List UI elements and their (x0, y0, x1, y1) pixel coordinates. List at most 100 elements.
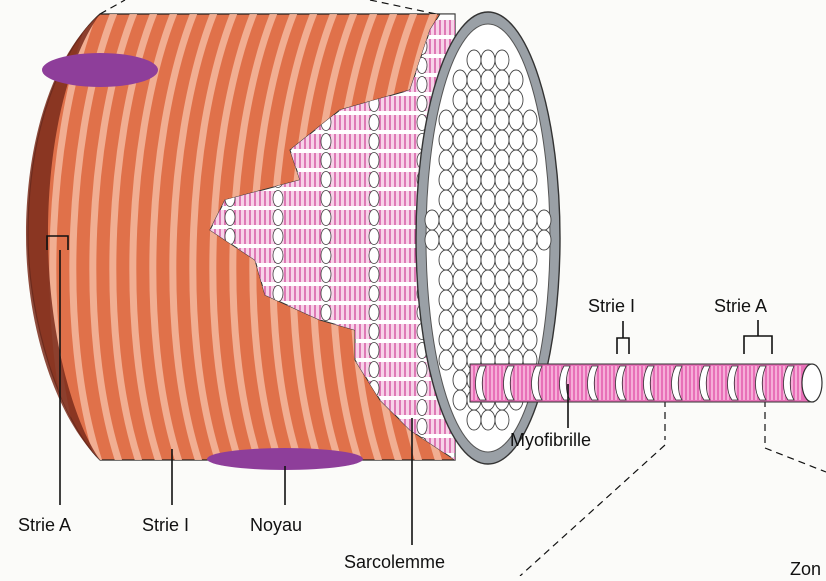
fibril-cross-section (439, 150, 453, 170)
fibril-cross-section (467, 410, 481, 430)
fibril-cross-section (481, 410, 495, 430)
fibril-cross-section (481, 290, 495, 310)
fibril-cross-section (509, 330, 523, 350)
fibril-cross-section (467, 150, 481, 170)
fibril-cross-section (495, 70, 509, 90)
fibril-cross-section (453, 350, 467, 370)
fibril-end (369, 286, 379, 302)
fibril-cross-section (509, 170, 523, 190)
fibril-cross-section (481, 50, 495, 70)
fibril-cross-section (523, 150, 537, 170)
myofibril-end (802, 364, 822, 402)
fibril-cross-section (495, 290, 509, 310)
fibril-cross-section (453, 210, 467, 230)
fibril-cross-section (439, 290, 453, 310)
fibril-cross-section (495, 130, 509, 150)
fibril-cross-section (453, 190, 467, 210)
myofibril (470, 364, 822, 402)
fibril-cross-section (481, 330, 495, 350)
fibril-end (321, 267, 331, 283)
fibril-cross-section (467, 250, 481, 270)
fibril-cross-section (453, 390, 467, 410)
fibril-cross-section (523, 290, 537, 310)
fibril-cross-section (467, 290, 481, 310)
fibril-cross-section (481, 210, 495, 230)
fibril-cross-section (523, 110, 537, 130)
fibril-cross-section (439, 350, 453, 370)
fibril-end (369, 210, 379, 226)
fibril-end (321, 229, 331, 245)
fibril-end (369, 305, 379, 321)
fibril-cross-section (495, 250, 509, 270)
fibril-end (369, 153, 379, 169)
fibril-end (369, 191, 379, 207)
fibril-cross-section (481, 190, 495, 210)
fibril-cross-section (495, 170, 509, 190)
fibril-cross-section (467, 270, 481, 290)
fibril-cross-section (509, 70, 523, 90)
label-strie-i-right: Strie I (588, 296, 635, 316)
fibril-cross-section (509, 110, 523, 130)
fibril-end (321, 305, 331, 321)
fibril-end (273, 286, 283, 302)
fibril-cross-section (439, 170, 453, 190)
fibril-cross-section (453, 250, 467, 270)
fibril-end (273, 191, 283, 207)
fibril-cross-section (453, 130, 467, 150)
fibril-end (273, 229, 283, 245)
fibril-end (321, 248, 331, 264)
label-sarcolemme: Sarcolemme (344, 552, 445, 572)
fibril-cross-section (495, 270, 509, 290)
fibril-cross-section (439, 190, 453, 210)
fibril-end (417, 400, 427, 416)
fibril-cross-section (481, 110, 495, 130)
fibril-cross-section (509, 310, 523, 330)
fibril-end (417, 381, 427, 397)
fibril-end (321, 172, 331, 188)
fibril-end (417, 77, 427, 93)
fibril-end (369, 229, 379, 245)
fibril-cross-section (495, 210, 509, 230)
fibril-cross-section (453, 270, 467, 290)
fibril-end (321, 191, 331, 207)
fibril-cross-section (439, 250, 453, 270)
fibril-cross-section (467, 330, 481, 350)
fibril-cross-section (495, 330, 509, 350)
fibril-cross-section (453, 90, 467, 110)
fibril-cross-section (495, 90, 509, 110)
fibril-cross-section (509, 90, 523, 110)
fibril-cross-section (509, 270, 523, 290)
fibril-cross-section (467, 310, 481, 330)
label-strie-a-right: Strie A (714, 296, 767, 316)
fibril-cross-section (467, 50, 481, 70)
fibril-cross-section (523, 310, 537, 330)
label-noyau: Noyau (250, 515, 302, 535)
fibril-cross-section (537, 210, 551, 230)
fibril-end (417, 419, 427, 435)
fibril-cross-section (481, 130, 495, 150)
fibril-cross-section (495, 50, 509, 70)
fibril-cross-section (467, 210, 481, 230)
fibril-cross-section (523, 230, 537, 250)
fibril-cross-section (509, 210, 523, 230)
fibril-cross-section (453, 310, 467, 330)
fibril-cross-section (425, 210, 439, 230)
fibril-cross-section (439, 110, 453, 130)
fibril-end (321, 210, 331, 226)
fibril-cross-section (523, 170, 537, 190)
fibril-cross-section (453, 70, 467, 90)
fibril-end (225, 210, 235, 226)
fibril-end (369, 343, 379, 359)
fibril-cross-section (481, 70, 495, 90)
fibril-cross-section (439, 270, 453, 290)
fibril-cross-section (509, 150, 523, 170)
fibril-cross-section (453, 330, 467, 350)
fibril-cross-section (439, 330, 453, 350)
fibril-cross-section (509, 190, 523, 210)
fibril-end (321, 134, 331, 150)
fibril-end (273, 210, 283, 226)
fibril-cross-section (453, 230, 467, 250)
fibril-end (369, 267, 379, 283)
fibril-cross-section (495, 310, 509, 330)
